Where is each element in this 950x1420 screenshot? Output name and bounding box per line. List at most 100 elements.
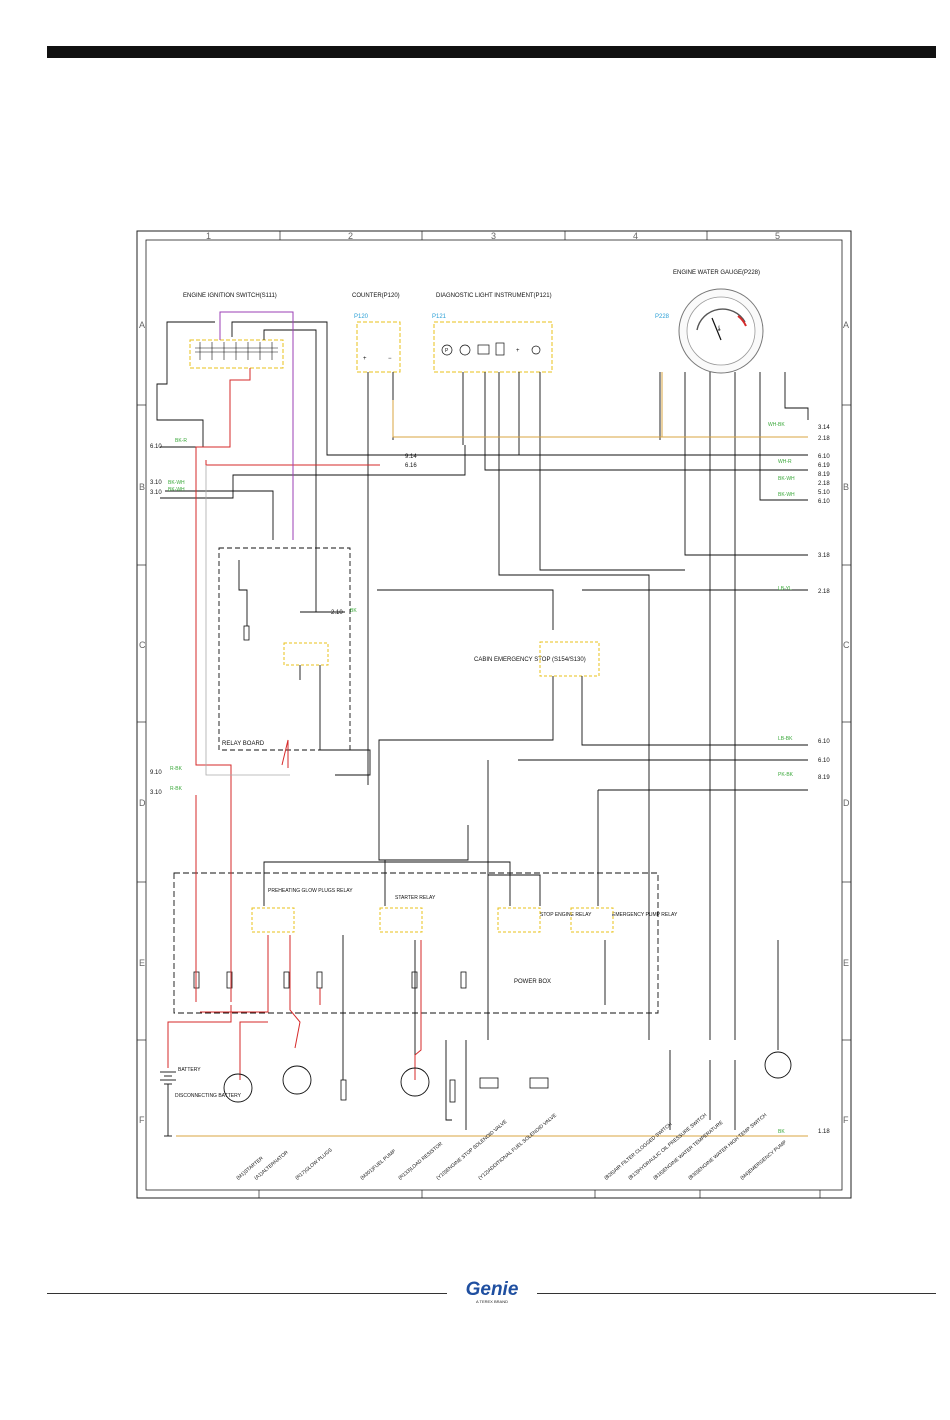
wires-orange [176, 372, 808, 1137]
footer-rule-right [537, 1293, 936, 1294]
ref-left-5: 3.10 [150, 790, 162, 796]
zone-row-b-left: B [139, 482, 145, 492]
zone-col-2: 2 [348, 231, 353, 241]
zone-row-f-left: F [139, 1115, 145, 1125]
preheat-relay-label: PREHEATING GLOW PLUGS RELAY [268, 888, 353, 894]
svg-text:BK: BK [350, 608, 357, 614]
starter-motor-symbol [223, 1073, 253, 1103]
water-gauge-tag: P228 [655, 314, 670, 320]
row-dividers [137, 404, 851, 1041]
ref-left-1: 6.10 [150, 444, 162, 450]
power-box [173, 872, 659, 1014]
fuel-solenoid-symbol [529, 1077, 549, 1089]
glow-plug-symbol [340, 1079, 347, 1101]
zone-row-a-left: A [139, 320, 145, 330]
header-rule [47, 46, 936, 58]
wires-purple [219, 311, 294, 540]
ref-right-10: 2.18 [818, 589, 830, 595]
ref-right-11: 6.10 [818, 739, 830, 745]
water-gauge-arc [696, 308, 746, 331]
counter-label: COUNTER(P120) [352, 293, 400, 299]
ref-left-2: 3.10 [150, 480, 162, 486]
counter-minus: − [388, 356, 392, 362]
zone-col-1: 1 [206, 231, 211, 241]
svg-text:WH-BK: WH-BK [768, 422, 785, 428]
svg-text:BK-WH: BK-WH [778, 492, 795, 498]
ref-right-12: 6.10 [818, 758, 830, 764]
ref-right-14: 1.18 [818, 1129, 830, 1135]
ref-mid-3: 2.10 [331, 610, 343, 616]
ignition-switch-label: ENGINE IGNITION SWITCH(S111) [183, 293, 277, 299]
zone-row-a-right: A [843, 320, 849, 330]
zone-row-e-left: E [139, 958, 145, 968]
wires-red [167, 368, 422, 1080]
starter-relay-box [379, 907, 423, 933]
svg-text:WH-R: WH-R [778, 459, 792, 465]
ref-mid-2: 6.16 [405, 463, 417, 469]
diagnostic-p-icon: P [445, 348, 449, 354]
zone-col-4: 4 [633, 231, 638, 241]
wires-black [156, 321, 809, 1130]
svg-text:BK-WH: BK-WH [168, 480, 185, 486]
cabin-emergency-label: CABIN EMERGENCY STOP (S154/S130) [474, 657, 586, 663]
relay-board-fuse [243, 625, 250, 641]
emergency-pump-relay-label: EMERGENCY PUMP RELAY [612, 912, 678, 918]
water-gauge-label: ENGINE WATER GAUGE(P228) [673, 270, 760, 276]
water-gauge-red-zone [737, 315, 747, 327]
zone-row-c-right: C [843, 640, 850, 650]
drawing-frame-outer [136, 230, 852, 1199]
ref-right-13: 8.19 [818, 775, 830, 781]
svg-text:LB-YL: LB-YL [778, 586, 792, 592]
power-box-fuses [193, 971, 467, 989]
bottom-label-fuel-solenoid: (Y12)ADDITIONAL FUEL SOLENOID VALVE [477, 1112, 558, 1181]
ignition-switch-box [189, 339, 284, 369]
water-gauge-needle [711, 317, 722, 341]
ref-right-9: 3.18 [818, 553, 830, 559]
stop-engine-relay-box [497, 907, 541, 933]
column-dividers [258, 231, 821, 1198]
diagnostic-icons [441, 342, 541, 356]
ref-right-3: 6.10 [818, 454, 830, 460]
zone-col-3: 3 [491, 231, 496, 241]
wires-grey [205, 465, 290, 776]
stop-solenoid-symbol [479, 1077, 499, 1089]
zone-row-b-right: B [843, 482, 849, 492]
relay-board-box [218, 547, 351, 751]
zone-col-5: 5 [775, 231, 780, 241]
svg-text:BK: BK [778, 1129, 785, 1135]
diagnostic-box [433, 321, 553, 373]
wire-codes: BK-R BK-WH BK-WH R-BK R-BK WH-BK WH-R BK… [168, 422, 795, 1135]
svg-text:LB-BK: LB-BK [778, 736, 793, 742]
ref-right-2: 2.18 [818, 436, 830, 442]
load-resistor-symbol [449, 1079, 456, 1103]
emergency-pump-relay-box [570, 907, 614, 933]
zone-row-d-left: D [139, 798, 146, 808]
bottom-label-emergency-pump: (M4)EMERGENCY PUMP [739, 1139, 788, 1181]
battery-label: BATTERY [178, 1067, 201, 1073]
footer-logo: Genie A TEREX BRAND [450, 1280, 534, 1310]
battery-symbol [160, 1071, 176, 1137]
bottom-labels: (M1)STARTER (A1)ALTERNATOR (R17)GLOW PLU… [235, 1112, 788, 1181]
ref-right-5: 8.19 [818, 472, 830, 478]
cabin-emergency-box [539, 641, 600, 677]
drawing-frame-inner [145, 239, 843, 1191]
counter-box [356, 321, 401, 373]
starter-relay-label: STARTER RELAY [395, 895, 436, 901]
bottom-label-fuel-pump: (M301)FUEL PUMP [359, 1148, 397, 1181]
zone-row-e-right: E [843, 958, 849, 968]
zone-row-c-left: C [139, 640, 146, 650]
stop-engine-relay-label: STOP ENGINE RELAY [540, 912, 592, 918]
brand-logo-text: Genie [465, 1279, 519, 1300]
bottom-label-glow-plugs: (R17)GLOW PLUGS [294, 1147, 334, 1182]
ref-right-7: 5.10 [818, 490, 830, 496]
svg-text:BK-WH: BK-WH [168, 487, 185, 493]
disconnecting-label: DISCONNECTING BATTERY [175, 1093, 242, 1099]
diagnostic-plus: + [516, 348, 520, 354]
svg-text:R-BK: R-BK [170, 766, 183, 772]
svg-text:R-BK: R-BK [170, 786, 183, 792]
svg-text:BK-R: BK-R [175, 438, 187, 444]
brand-subtitle: A TEREX BRAND [476, 1299, 508, 1304]
ref-left-3: 3.10 [150, 490, 162, 496]
preheat-relay-box [251, 907, 295, 933]
